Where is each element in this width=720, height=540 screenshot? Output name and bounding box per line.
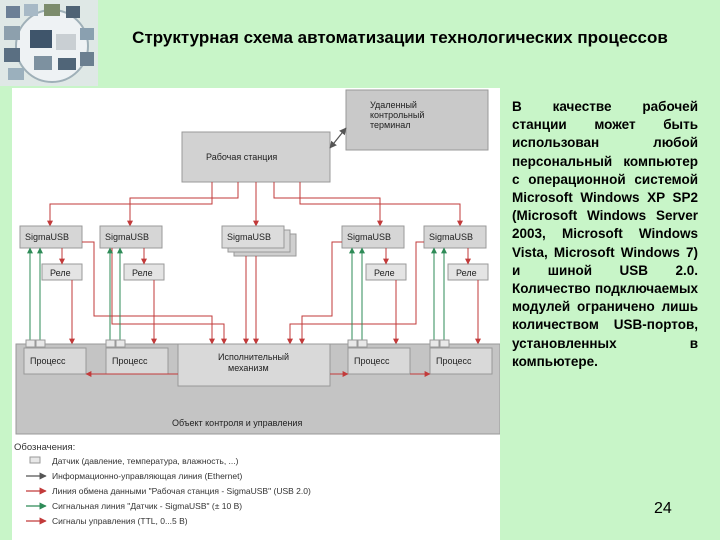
process-2: Процесс [105, 347, 169, 375]
slide-title: Структурная схема автоматизации технолог… [132, 28, 668, 47]
process-1: Процесс [23, 347, 87, 375]
sigma-usb-1: SigmaUSB [19, 225, 83, 249]
legend-sensor-swatch [29, 456, 41, 464]
description-text: В качестве рабочей станции может быть ис… [512, 99, 698, 369]
relay-1: Реле [41, 263, 83, 281]
sigma-usb-3: SigmaUSB [221, 225, 297, 257]
svg-text:Информационно-управляющая лини: Информационно-управляющая линия (Etherne… [52, 471, 242, 481]
svg-text:Сигнальная линия "Датчик - Sig: Сигнальная линия "Датчик - SigmaUSB" (± … [52, 501, 242, 511]
svg-text:Линия обмена данными "Рабочая: Линия обмена данными "Рабочая станция - … [52, 486, 311, 496]
sigma-usb-4: SigmaUSB [341, 225, 405, 249]
relay-3: Реле [365, 263, 407, 281]
svg-text:SigmaUSB: SigmaUSB [105, 232, 149, 242]
sensors [25, 339, 450, 348]
legend-title: Обозначения: [14, 442, 75, 453]
svg-text:SigmaUSB: SigmaUSB [25, 232, 69, 242]
svg-text:Датчик (давление, температура,: Датчик (давление, температура, влажность… [52, 456, 239, 466]
svg-text:Реле: Реле [374, 268, 395, 278]
workstation-label: Рабочая станция [206, 152, 277, 162]
svg-text:Процесс: Процесс [30, 356, 66, 366]
legend: Обозначения: Датчик (давление, температу… [14, 442, 311, 526]
svg-text:Процесс: Процесс [354, 356, 390, 366]
workstation-box: Рабочая станция [181, 131, 331, 183]
svg-text:Сигналы управления (TTL, 0...5: Сигналы управления (TTL, 0...5 В) [52, 516, 188, 526]
usb-lines [47, 182, 463, 227]
svg-text:Реле: Реле [456, 268, 477, 278]
logo-collage [0, 0, 98, 86]
sigma-usb-5: SigmaUSB [423, 225, 487, 249]
svg-text:SigmaUSB: SigmaUSB [347, 232, 391, 242]
svg-text:Процесс: Процесс [436, 356, 472, 366]
relay-2: Реле [123, 263, 165, 281]
svg-text:Процесс: Процесс [112, 356, 148, 366]
control-lines [59, 241, 481, 345]
process-4: Процесс [429, 347, 493, 375]
sigma-usb-2: SigmaUSB [99, 225, 163, 249]
svg-text:Реле: Реле [50, 268, 71, 278]
page-number: 24 [654, 500, 672, 517]
relay-4: Реле [447, 263, 489, 281]
control-object-label: Объект контроля и управления [172, 418, 302, 428]
svg-text:SigmaUSB: SigmaUSB [227, 232, 271, 242]
ethernet-line [329, 127, 347, 149]
svg-text:SigmaUSB: SigmaUSB [429, 232, 473, 242]
process-3: Процесс [347, 347, 411, 375]
svg-text:Реле: Реле [132, 268, 153, 278]
signal-lines [27, 247, 447, 346]
